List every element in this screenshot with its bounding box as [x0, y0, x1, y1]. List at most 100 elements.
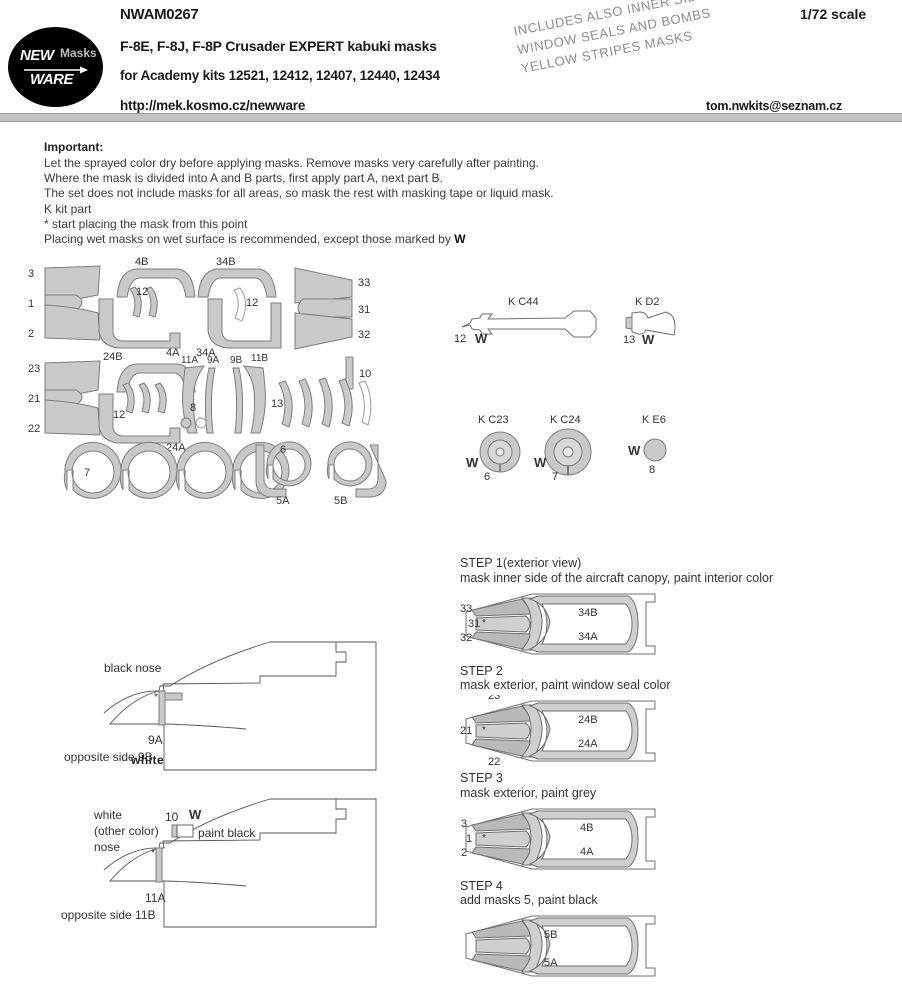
- logo-new-text: NEW: [20, 47, 54, 64]
- nose-diagram-1-svg: * black nose 9A opposite side 9B: [64, 641, 377, 771]
- kit-part-wet-12: W: [475, 331, 488, 346]
- kit-part-shape-disc: [643, 438, 667, 462]
- mask-shape-11B: [242, 365, 266, 434]
- step-2-canopy-frame: [528, 702, 639, 760]
- mask-label-5A: 5A: [276, 495, 290, 507]
- mask-shape-4B: [116, 268, 196, 298]
- mask-label-33: 33: [358, 277, 370, 289]
- mask-label-34B: 34B: [216, 256, 236, 268]
- nose-wet-10: W: [189, 807, 202, 822]
- mask-label-9A: 9A: [207, 355, 220, 366]
- kit-part-label-C23: K C23: [478, 414, 509, 426]
- nose-part-num-10: 10: [165, 810, 179, 824]
- mask-label-34A: 34A: [196, 347, 216, 359]
- fuselage-panel-1: [163, 723, 247, 730]
- nose-label-white-2: (other color): [94, 824, 159, 838]
- instruction-line-6: Placing wet masks on wet surface is reco…: [44, 232, 644, 247]
- step-2: STEP 2 mask exterior, paint window seal …: [460, 664, 890, 768]
- step-2-title: STEP 2: [460, 663, 503, 678]
- step-1-canopy-frame: [528, 595, 639, 652]
- step-2-fuselage: [465, 700, 656, 762]
- step-3-mask-1: [475, 829, 531, 848]
- mask-label-32: 32: [358, 329, 370, 341]
- mask-label-23: 23: [28, 363, 40, 375]
- step-2-mask-22: [471, 738, 531, 757]
- mask-shape-6: [265, 441, 312, 487]
- kit-part-label-C44: K C44: [508, 296, 539, 308]
- mask-sheet: 3 1 2 4B 4A 12 34B 34A 12 33 31 3: [18, 255, 398, 767]
- nose-mask-11A: [155, 847, 163, 883]
- kit-part-wet-6: W: [466, 455, 479, 470]
- mask-shape-ring-3: [175, 441, 234, 499]
- nose-diagram-2-svg: * white (other color) nose 10 W paint bl…: [61, 798, 377, 928]
- kit-part-axle-large: [562, 446, 574, 458]
- step-4-title: STEP 4: [460, 878, 503, 893]
- mask-label-12-row1b: 12: [246, 297, 258, 309]
- mask-shape-34B: [197, 268, 277, 298]
- instruction-line-3: The set does not include masks for all a…: [44, 186, 554, 201]
- mask-label-12-row1: 12: [136, 286, 148, 298]
- step-1-subtitle: mask inner side of the aircraft canopy, …: [460, 570, 774, 585]
- nose-paint-note: paint black: [198, 826, 256, 840]
- kit-part-shape-cone: [625, 311, 676, 336]
- step-3-mask-2: [471, 845, 531, 865]
- nose-mask-9A-tab: [164, 692, 183, 701]
- mask-shape-24A: [98, 393, 181, 444]
- mask-label-9B: 9B: [230, 355, 243, 366]
- scale-label: 1/72 scale: [800, 6, 867, 22]
- step-2-canopy-svg: 24B 24A 23 21 22 *: [460, 695, 656, 767]
- mask-label-2: 2: [28, 328, 34, 340]
- nose-mask-10-outline: [176, 824, 194, 838]
- mask-shape-11A: [182, 365, 206, 434]
- step-4-mask-upper: [471, 920, 531, 939]
- kit-part-num-12: 12: [454, 333, 466, 345]
- mask-shape-ring-5B: [326, 441, 373, 487]
- step-3-label-2: 2: [461, 847, 467, 859]
- contact-email[interactable]: tom.nwkits@seznam.cz: [706, 99, 843, 113]
- step-1-label-33: 33: [460, 603, 472, 615]
- mask-shape-ring-4: [231, 441, 290, 499]
- kit-part-label-E6: K E6: [642, 414, 666, 426]
- step-2-label-24A: 24A: [578, 738, 598, 750]
- step-3-title: STEP 3: [460, 771, 503, 785]
- step-2-mask-21: [475, 722, 531, 740]
- step-4-subtitle: add masks 5, paint black: [460, 893, 598, 907]
- mask-label-8: 8: [190, 402, 196, 414]
- mask-label-5B: 5B: [334, 495, 347, 507]
- nose-part-9A: 9A: [148, 733, 163, 747]
- step-1-label-34B: 34B: [578, 607, 598, 619]
- nose-label-white-3: nose: [94, 840, 120, 854]
- wet-line-text: Placing wet masks on wet surface is reco…: [44, 232, 455, 247]
- product-code: NWAM0267: [120, 6, 199, 23]
- kit-part-cone-tip: [625, 316, 633, 330]
- mask-label-7: 7: [84, 467, 90, 479]
- header-divider: [0, 113, 902, 122]
- step-3: STEP 3 mask exterior, paint grey 4B 4A 3…: [460, 771, 890, 875]
- step-2-label-23: 23: [488, 695, 500, 702]
- mask-label-4B: 4B: [135, 256, 148, 268]
- mask-shape-31: [297, 298, 353, 318]
- step-4-label-5A: 5A: [544, 957, 558, 969]
- nose-star-2: *: [151, 848, 155, 859]
- mask-shape-4A: [98, 298, 181, 349]
- nose-label-black: black nose: [104, 661, 162, 675]
- compatible-kits: for Academy kits 12521, 12412, 12407, 12…: [120, 68, 440, 83]
- step-4-fuselage: [465, 915, 656, 977]
- fuselage-outline-1: [103, 641, 377, 771]
- step-4-mask-mid: [475, 937, 531, 955]
- kit-part-shape-pitot: [461, 310, 597, 338]
- mask-shape-13-b: [298, 378, 313, 428]
- mask-label-11B: 11B: [251, 353, 268, 364]
- step-3-label-4B: 4B: [580, 822, 593, 834]
- website-url[interactable]: http://mek.kosmo.cz/newware: [120, 98, 306, 113]
- mask-shape-5B-hook: [355, 444, 387, 498]
- mask-shape-13-spare: [358, 380, 372, 426]
- step-1-mask-33: [471, 597, 531, 617]
- mask-shape-13-a: [278, 380, 293, 428]
- step-2-label-22: 22: [488, 756, 500, 767]
- mask-shape-5A-hook: [255, 444, 287, 498]
- mask-label-22: 22: [28, 423, 40, 435]
- step-1-star: *: [482, 618, 486, 629]
- diagonal-notice: INCLUDES ALSO INNER SIDES, WINDOW SEALS …: [512, 0, 792, 101]
